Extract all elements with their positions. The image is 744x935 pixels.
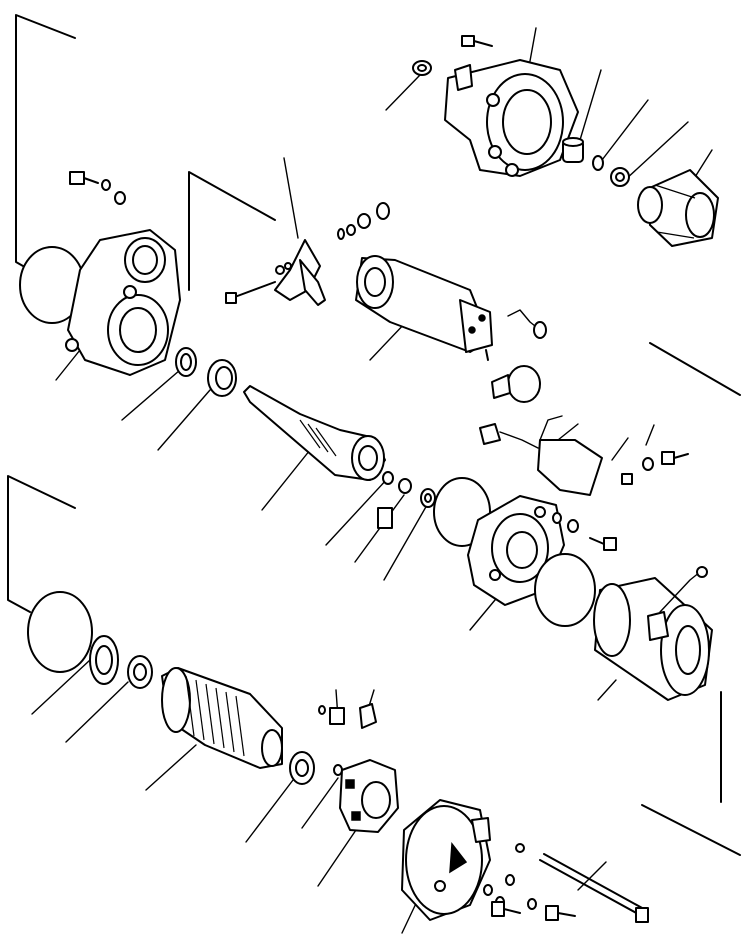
armature-front-bearing <box>127 655 153 689</box>
oil-seal <box>175 347 197 377</box>
yoke-gasket <box>534 553 596 627</box>
yoke-assembly <box>593 566 713 701</box>
cover-screws <box>483 874 576 921</box>
armature-washer <box>89 635 119 685</box>
plunger-bulb <box>491 365 541 403</box>
overrunning-clutch <box>637 169 719 247</box>
armature <box>161 667 283 769</box>
armature-o-ring <box>27 591 93 673</box>
brush-holder <box>339 759 399 833</box>
front-bracket-bolt <box>461 35 493 47</box>
shift-lever-washers <box>337 202 390 240</box>
assembly-guide-lines <box>7 14 741 856</box>
rear-end-cover <box>401 799 491 921</box>
housing-bolt <box>69 171 126 205</box>
callout-leaders <box>31 27 713 934</box>
pinion-shaft <box>243 385 386 481</box>
armature-rear-bearing <box>289 751 315 785</box>
pinion-ring <box>592 155 604 171</box>
harness-connector <box>479 415 689 496</box>
drive-pinion-sleeve <box>562 137 584 163</box>
magnetic-switch-terminal <box>507 309 547 339</box>
magnetic-switch <box>355 255 493 361</box>
front-housing-bracket <box>444 59 579 177</box>
pinion-washer <box>610 167 630 187</box>
bracket-bolt-set <box>552 512 617 551</box>
shaft-washers <box>377 471 436 529</box>
shift-lever <box>225 239 326 306</box>
through-bolt <box>515 843 649 923</box>
gear-housing <box>65 229 181 376</box>
shaft-bearing <box>207 359 237 397</box>
